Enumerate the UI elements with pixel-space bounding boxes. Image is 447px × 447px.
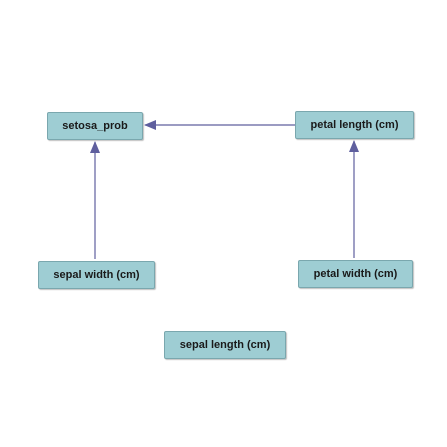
node-setosa-prob-label: setosa_prob bbox=[62, 120, 128, 132]
node-setosa-prob[interactable]: setosa_prob bbox=[47, 112, 143, 140]
node-sepal-length-label: sepal length (cm) bbox=[179, 339, 271, 351]
node-petal-width-label: petal width (cm) bbox=[313, 268, 398, 280]
node-petal-length[interactable]: petal length (cm) bbox=[295, 111, 414, 139]
node-sepal-length[interactable]: sepal length (cm) bbox=[164, 331, 286, 359]
node-petal-length-label: petal length (cm) bbox=[310, 119, 399, 131]
node-petal-width[interactable]: petal width (cm) bbox=[298, 260, 413, 288]
node-sepal-width-label: sepal width (cm) bbox=[53, 269, 140, 281]
node-sepal-width[interactable]: sepal width (cm) bbox=[38, 261, 155, 289]
